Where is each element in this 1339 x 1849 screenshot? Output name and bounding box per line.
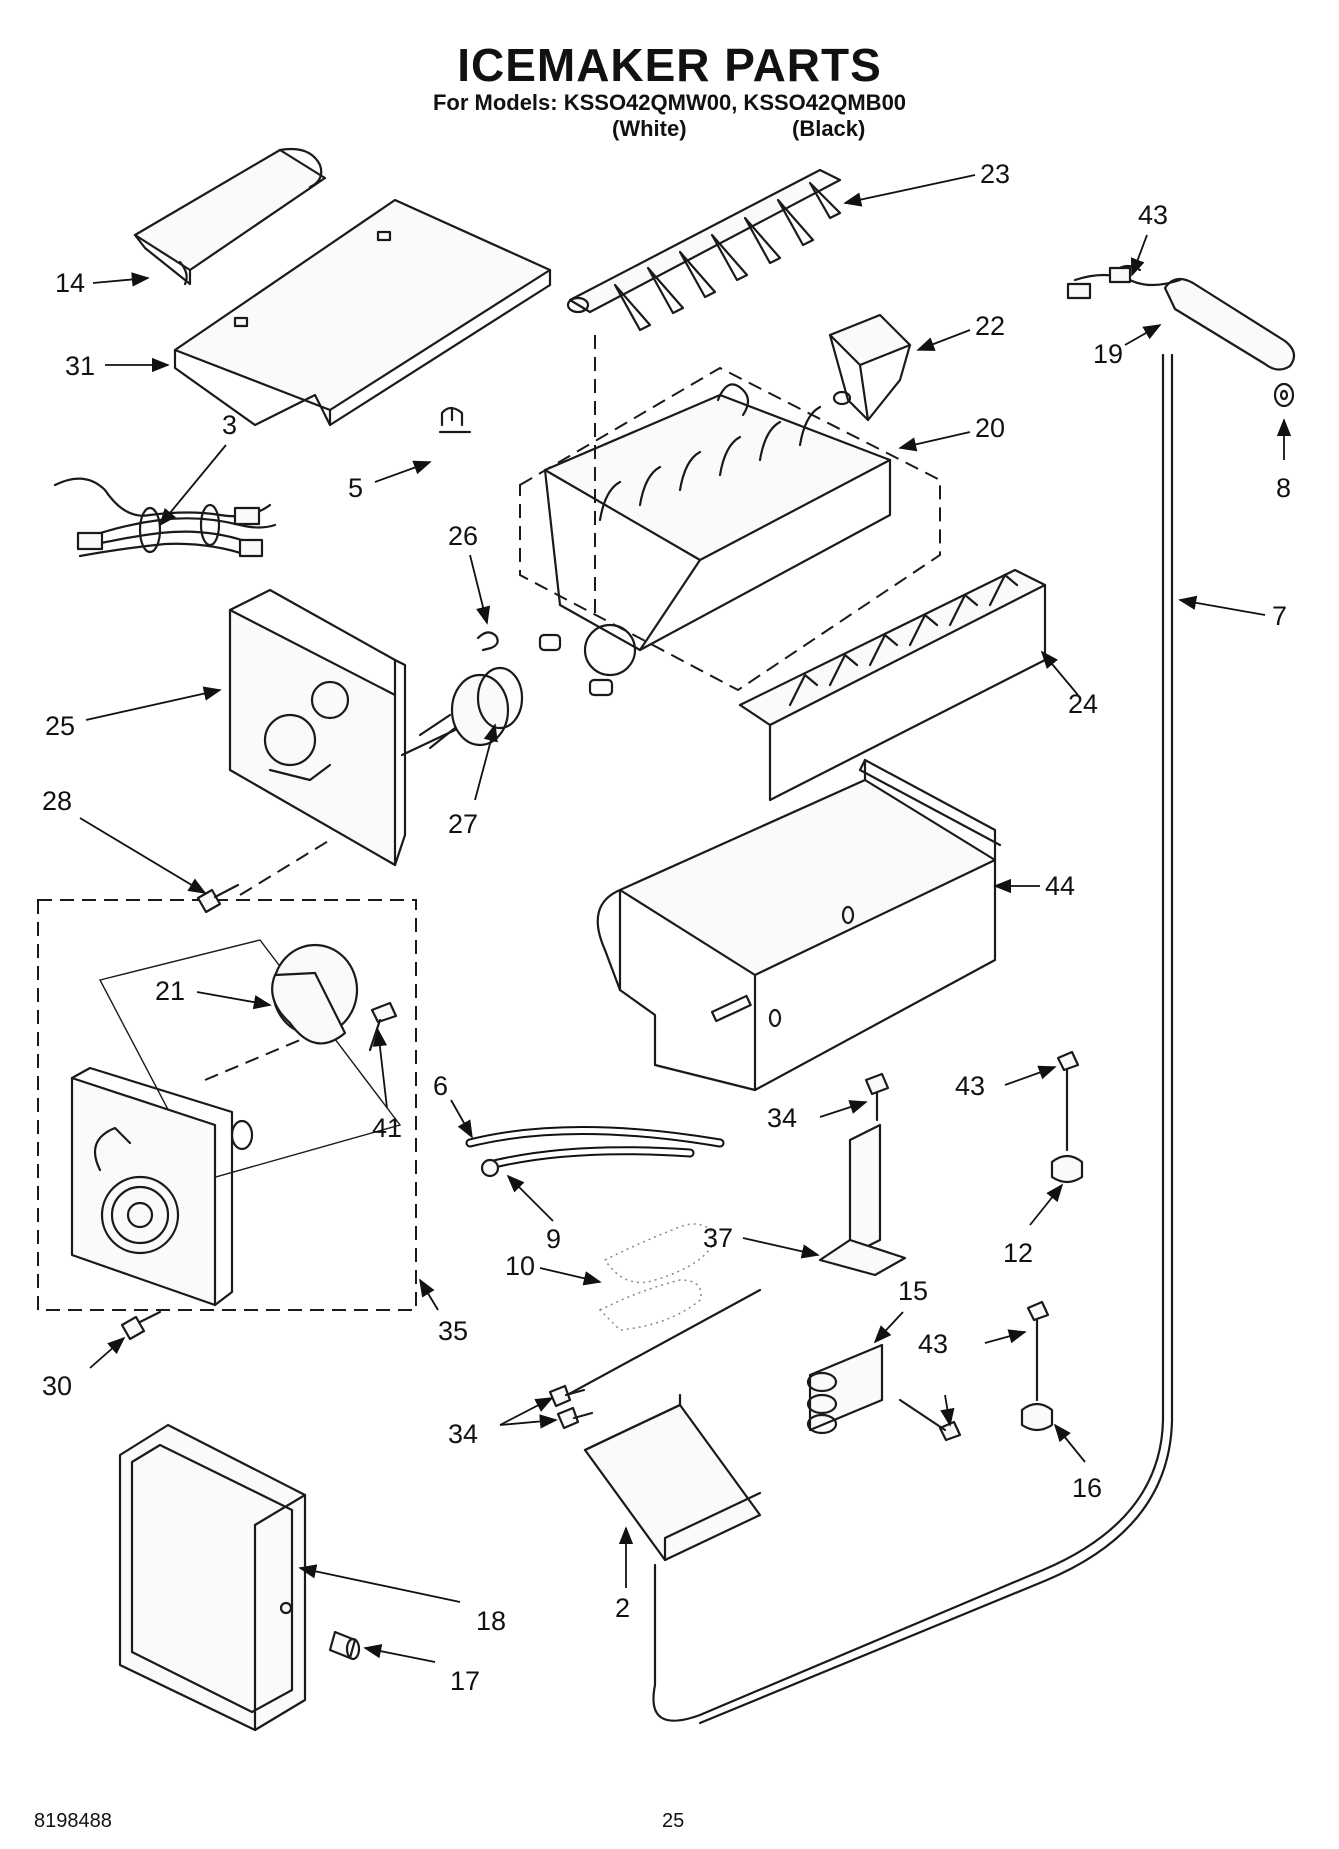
part-control-housing <box>228 588 407 867</box>
callout-44: 44 <box>1045 871 1075 901</box>
motor-assembly-outline <box>37 899 417 1311</box>
part-tube-clip <box>806 1343 962 1442</box>
callout-24: 24 <box>1068 689 1098 719</box>
part-ice-stripper <box>738 568 1047 802</box>
part-screw-30 <box>120 1310 162 1341</box>
callout-25: 25 <box>45 711 75 741</box>
mold-assembly-outline <box>519 366 941 692</box>
part-washer-hole <box>1279 389 1289 401</box>
part-ejector <box>566 168 842 332</box>
models-subtitle: For Models: KSSO42QMW00, KSSO42QMB00 <box>432 90 907 115</box>
callout-15: 15 <box>898 1276 928 1306</box>
callout-22: 22 <box>975 311 1005 341</box>
callout-26: 26 <box>448 521 478 551</box>
part-screw <box>368 1001 398 1052</box>
part-water-tube-outer <box>698 353 1174 1725</box>
part-tube-6 <box>465 1126 725 1148</box>
callout-9: 9 <box>546 1224 561 1254</box>
callout-43-bottom: 43 <box>918 1329 948 1359</box>
variant-white-label: (White) <box>612 116 687 141</box>
part-screw-34-top <box>864 1072 890 1122</box>
callout-10: 10 <box>505 1251 535 1281</box>
part-tube-9 <box>480 1146 695 1178</box>
callout-34-pair: 34 <box>448 1419 478 1449</box>
part-front-cover <box>118 1423 307 1732</box>
callout-3: 3 <box>222 410 237 440</box>
part-cover-bracket <box>133 147 327 286</box>
callout-labels: 23 43 14 31 22 19 3 20 8 5 26 7 25 24 28… <box>42 159 1291 1696</box>
part-ice-mold <box>538 383 892 697</box>
callout-2: 2 <box>615 1593 630 1623</box>
callout-34-top: 34 <box>767 1103 797 1133</box>
callout-5: 5 <box>348 473 363 503</box>
part-washer <box>1273 382 1295 408</box>
callout-28: 28 <box>42 786 72 816</box>
part-screws-34-pair <box>548 1384 594 1430</box>
callout-21: 21 <box>155 976 185 1006</box>
alignment-line-housing <box>400 728 457 757</box>
callout-18: 18 <box>476 1606 506 1636</box>
callout-43-mid: 43 <box>955 1071 985 1101</box>
variant-black-label: (Black) <box>792 116 866 141</box>
part-ice-bin-cover <box>173 198 552 427</box>
callout-30: 30 <box>42 1371 72 1401</box>
callout-35: 35 <box>438 1316 468 1346</box>
page-title: ICEMAKER PARTS <box>457 39 882 91</box>
callout-27: 27 <box>448 809 478 839</box>
part-clamp-16 <box>1020 1300 1054 1432</box>
callout-17: 17 <box>450 1666 480 1696</box>
part-fill-cup <box>828 313 912 422</box>
part-thermostat <box>418 666 524 750</box>
part-water-tube <box>652 353 1165 1722</box>
callout-14: 14 <box>55 268 85 298</box>
alignment-line-motor <box>204 1039 301 1081</box>
part-motor-plate <box>70 1066 254 1307</box>
part-heater <box>598 1223 716 1331</box>
part-clamp-12 <box>1050 1050 1084 1184</box>
callout-23: 23 <box>980 159 1010 189</box>
part-mounting-bracket <box>556 1123 907 1402</box>
callout-43-top: 43 <box>1138 200 1168 230</box>
document-number: 8198488 <box>34 1810 112 1832</box>
part-clip <box>438 406 472 434</box>
callout-41: 41 <box>372 1113 402 1143</box>
callout-37: 37 <box>703 1223 733 1253</box>
callout-31: 31 <box>65 351 95 381</box>
part-support-bracket <box>596 758 1002 1092</box>
part-spring <box>476 631 499 652</box>
callout-7: 7 <box>1272 601 1287 631</box>
part-motor <box>271 943 359 1045</box>
page-number: 25 <box>662 1810 685 1832</box>
callout-12: 12 <box>1003 1238 1033 1268</box>
callout-19: 19 <box>1093 339 1123 369</box>
callout-20: 20 <box>975 413 1005 443</box>
part-sensor-arm <box>1066 264 1296 371</box>
part-screw-28 <box>196 883 240 914</box>
leader-lines <box>79 174 1292 1663</box>
callout-6: 6 <box>433 1071 448 1101</box>
callout-8: 8 <box>1276 473 1291 503</box>
alignment-line-screw-28 <box>239 839 331 896</box>
part-shield <box>583 1393 762 1562</box>
part-wire-harness <box>53 477 277 558</box>
callout-16: 16 <box>1072 1473 1102 1503</box>
part-plug <box>328 1630 361 1661</box>
